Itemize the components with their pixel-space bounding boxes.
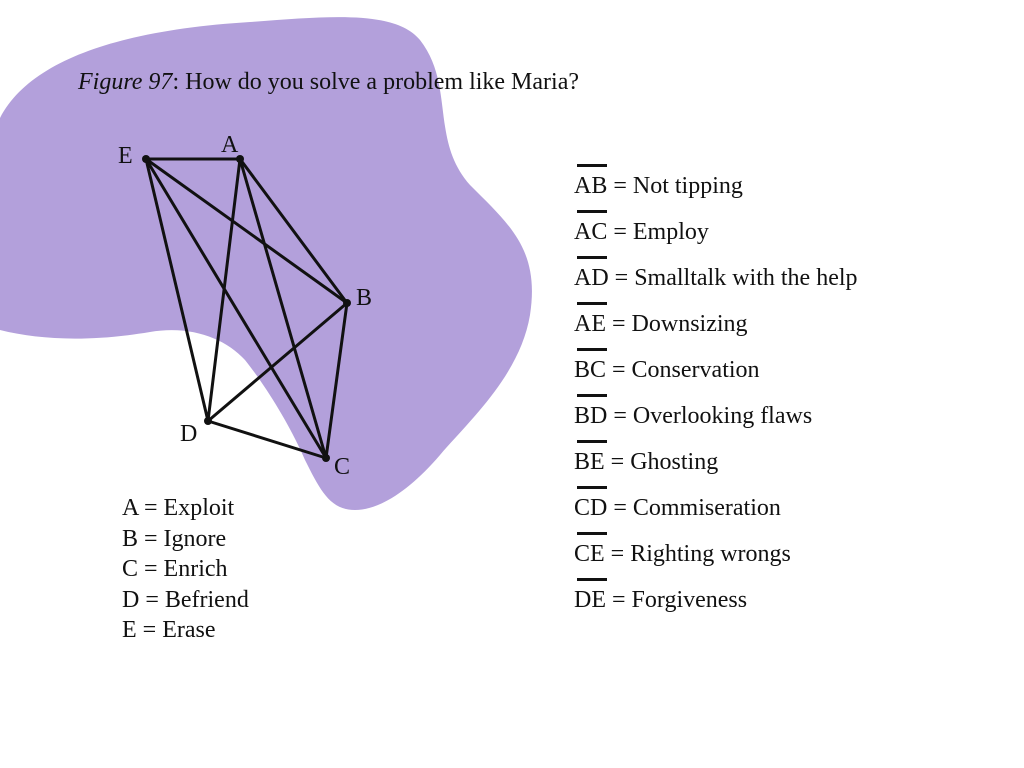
edge-code: CD <box>574 484 607 528</box>
edge-legend-item: AB = Not tipping <box>574 162 858 208</box>
edge-meaning: = Forgiveness <box>606 587 748 613</box>
overline-bar <box>577 394 607 397</box>
edge-meaning: = Not tipping <box>607 173 743 199</box>
edge-BD <box>206 301 349 423</box>
overline-bar <box>577 348 607 351</box>
edge-DE <box>144 157 210 423</box>
caption-separator: : <box>172 69 186 95</box>
edge-meaning: = Downsizing <box>606 311 748 337</box>
edge-AC <box>238 157 328 460</box>
node-legend-item: A = Exploit <box>122 495 235 521</box>
node-legend-item: B = Ignore <box>122 525 227 552</box>
edge-code: BC <box>574 346 607 390</box>
overline-bar <box>577 256 607 259</box>
edge-legend: AB = Not tipping AC = Employ AD = Smallt… <box>574 162 858 622</box>
node-C <box>322 454 330 462</box>
edge-legend-item: AD = Smalltalk with the help <box>574 254 858 300</box>
figure-label: Figure 97 <box>78 69 173 95</box>
node-B <box>343 299 351 307</box>
overline-bar <box>577 210 607 213</box>
edge-meaning: = Smalltalk with the help <box>608 265 858 291</box>
edge-legend-item: AE = Downsizing <box>574 300 858 346</box>
edge-BC <box>324 301 349 460</box>
edge-legend-item: CE = Righting wrongs <box>574 530 858 576</box>
edge-code: AB <box>574 162 607 206</box>
node-label-C: C <box>334 454 350 480</box>
edge-legend-item: AC = Employ <box>574 208 858 254</box>
overline-bar <box>577 440 607 443</box>
node-legend: A = Exploit B = Ignore C = Enrich D = Be… <box>122 493 249 646</box>
edge-code: AD <box>574 254 609 298</box>
node-label-A: A <box>221 132 239 158</box>
figure-caption: Figure 97: How do you solve a problem li… <box>78 66 579 98</box>
edge-legend-item: BD = Overlooking flaws <box>574 392 858 438</box>
node-D <box>204 417 212 425</box>
edge-meaning: = Commiseration <box>607 495 781 521</box>
edge-BE <box>144 157 349 305</box>
node-legend-item: E = Erase <box>122 617 216 643</box>
graph-nodes <box>142 155 351 462</box>
edge-legend-item: CD = Commiseration <box>574 484 858 530</box>
node-A <box>236 155 244 163</box>
node-label-B: B <box>356 285 372 311</box>
edge-legend-item: BE = Ghosting <box>574 438 858 484</box>
node-E <box>142 155 150 163</box>
edge-CD <box>206 419 328 460</box>
edge-code: BD <box>574 392 607 436</box>
overline-bar <box>577 578 607 581</box>
purple-blob-shape <box>0 17 532 511</box>
edge-code: AE <box>574 300 607 344</box>
edge-meaning: = Ghosting <box>604 449 719 475</box>
edge-code: DE <box>574 576 607 620</box>
graph-node-labels: A B C D E <box>118 132 372 480</box>
edge-meaning: = Conservation <box>606 357 760 383</box>
edge-code: CE <box>574 530 607 574</box>
edge-meaning: = Righting wrongs <box>604 541 791 567</box>
node-label-D: D <box>180 421 197 447</box>
edge-CE <box>144 157 328 460</box>
edge-code: BE <box>574 438 607 482</box>
figure-title: How do you solve a problem like Maria? <box>185 69 580 95</box>
edge-meaning: = Employ <box>607 219 709 245</box>
edge-legend-item: DE = Forgiveness <box>574 576 858 622</box>
edge-AB <box>238 157 349 305</box>
overline-bar <box>577 532 607 535</box>
graph-edges <box>144 157 349 460</box>
overline-bar <box>577 302 607 305</box>
node-legend-item: D = Befriend <box>122 586 249 613</box>
edge-meaning: = Overlooking flaws <box>607 403 813 429</box>
node-legend-item: C = Enrich <box>122 556 228 582</box>
overline-bar <box>577 164 607 167</box>
edge-code: AC <box>574 208 607 252</box>
overline-bar <box>577 486 607 489</box>
node-label-E: E <box>118 143 133 169</box>
edge-legend-item: BC = Conservation <box>574 346 858 392</box>
